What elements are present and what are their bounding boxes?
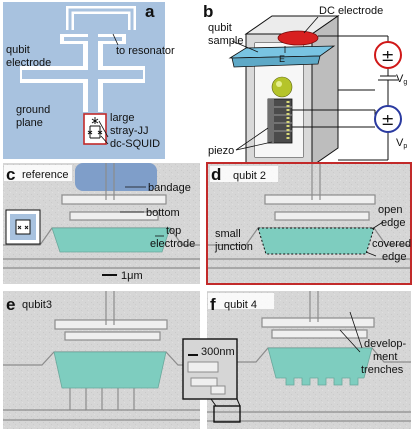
label-large: large: [110, 112, 134, 124]
label-qubit-sample-1: qubit: [208, 22, 232, 34]
panel-c-letter: c: [6, 165, 15, 184]
label-bandage: bandage: [148, 182, 191, 194]
leader-dev-trenches-2: [349, 311, 363, 349]
panel-f-title: qubit 4: [224, 299, 257, 311]
panel-a-letter-visible: a: [145, 2, 155, 21]
label-vg: Vg: [396, 73, 407, 86]
resonator-trace-inner: [68, 8, 134, 30]
label-top-electrode: electrode: [150, 238, 195, 250]
top-electrode: [51, 227, 171, 253]
squid-symbol: [87, 117, 103, 139]
label-junction: junction: [214, 241, 253, 253]
zoom-connector-2: [236, 398, 241, 407]
sem-f-structures: [207, 291, 411, 422]
label-plane: plane: [16, 117, 43, 129]
bandage-patch: [75, 163, 157, 191]
piezo-source-sign: ±: [381, 110, 394, 129]
label-small: small: [215, 228, 241, 240]
dc-electrode: [277, 30, 319, 46]
label-open: open: [378, 204, 402, 216]
label-dc-electrode: DC electrode: [319, 5, 383, 17]
label-scale-c: 1μm: [121, 270, 143, 282]
label-develop: develop-: [364, 338, 407, 350]
title-d-bg: [210, 166, 278, 182]
top-electrode-d: [257, 227, 375, 255]
gate-source-sign: ±: [381, 46, 394, 65]
panel-f-letter: f: [210, 295, 216, 314]
leader-dc-squid: [100, 135, 109, 145]
label-piezo: piezo: [208, 145, 234, 157]
panel-e-letter: e: [6, 295, 15, 314]
label-covered-edge: edge: [382, 251, 406, 263]
panel-e: e qubit3: [3, 291, 200, 429]
zoom-inset-f-content: [187, 361, 226, 395]
leader-to-resonator: [112, 33, 119, 46]
panel-c-title: reference: [22, 169, 68, 181]
qubit-sample-front: [231, 55, 321, 68]
label-dc-squid: dc-SQUID: [110, 138, 160, 150]
label-bottom: bottom: [146, 207, 180, 219]
panel-e-title: qubit3: [22, 299, 52, 311]
title-f-bg: [208, 293, 274, 309]
panel-d: d qubit 2 open edge small junction cover…: [206, 162, 412, 285]
panel-b: E: [203, 2, 407, 167]
label-scale-f: 300nm: [201, 346, 235, 358]
leader-open-edge: [371, 221, 384, 230]
panel-f: f qubit 4 300nm develop- ment trenches: [182, 291, 411, 429]
panel-a: a a to resonator qubit electrode ground …: [3, 2, 175, 159]
leader-qubit-sample: [231, 40, 259, 53]
leader-covered-edge: [365, 251, 377, 257]
title-c-bg: [4, 165, 72, 181]
panel-d-title: qubit 2: [233, 170, 266, 182]
label-ground: ground: [16, 104, 50, 116]
top-electrode-f: [267, 347, 373, 386]
leader-piezo-1: [235, 127, 269, 151]
label-ment: ment: [373, 351, 397, 363]
label-electrode: electrode: [6, 57, 51, 69]
panel-b-letter: b: [203, 2, 213, 21]
qubit-electrode: [20, 34, 145, 112]
gate-source-circle: [374, 41, 402, 69]
label-to-resonator: to resonator: [116, 45, 175, 57]
panel-c: c reference bandage bottom top electrode…: [3, 163, 200, 284]
inset-c-squid-icon: [15, 219, 31, 235]
field-symbol: E: [279, 54, 285, 64]
sphere-highlight: [276, 81, 282, 87]
label-qubit: qubit: [6, 44, 30, 56]
leader-dc-electrode: [303, 16, 319, 34]
leader-dev-trenches-1: [339, 329, 361, 353]
label-top: top: [166, 225, 181, 237]
top-electrode-e: [53, 351, 167, 389]
piezo-source-circle: [374, 105, 402, 133]
panel-d-letter: d: [211, 165, 221, 184]
panel-d-frame: [206, 162, 412, 285]
label-trenches: trenches: [361, 364, 404, 376]
sphere: [271, 76, 293, 98]
label-open-edge: edge: [381, 217, 405, 229]
piezo-stack: [267, 98, 293, 144]
sem-d-structures: [207, 163, 411, 269]
label-covered: covered: [372, 238, 411, 250]
label-stray-jj: stray-JJ: [110, 125, 149, 137]
zoom-connector-1: [210, 398, 217, 407]
label-qubit-sample-2: sample: [208, 35, 243, 47]
leader-large-jj: [98, 120, 109, 138]
leader-piezo-2: [235, 141, 273, 151]
label-vp: Vp: [396, 137, 407, 150]
zoom-target-f: [213, 405, 241, 423]
sem-d-background: [207, 163, 411, 284]
